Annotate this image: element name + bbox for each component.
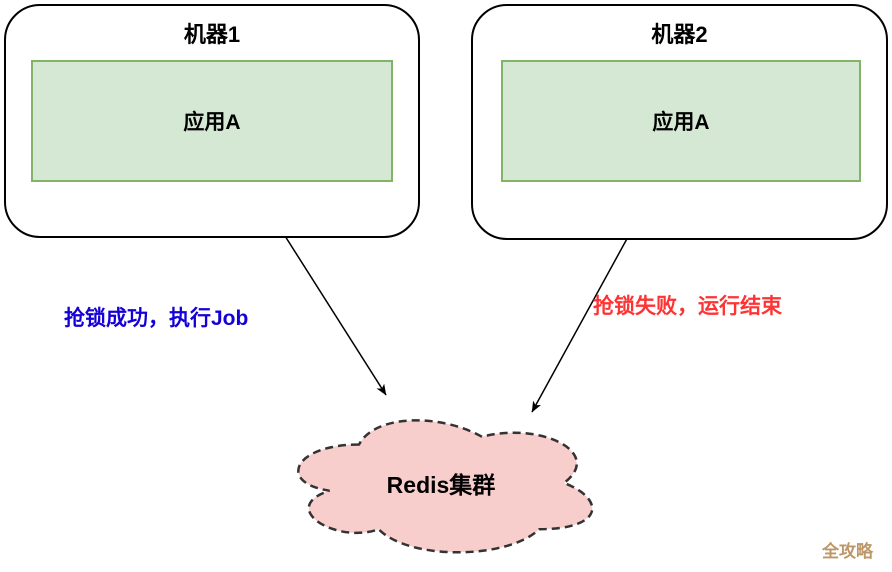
machine2-app-node: 应用A [501, 60, 861, 182]
machine2-app-label: 应用A [652, 111, 710, 134]
lock-fail-label: 抢锁失败，运行结束 [593, 295, 782, 318]
machine2-title: 机器2 [651, 22, 708, 47]
machine1-app-label: 应用A [183, 111, 241, 134]
lock-success-label: 抢锁成功，执行Job [64, 307, 249, 330]
machine1-title: 机器1 [183, 22, 241, 47]
redis-cloud-label: Redis集群 [386, 472, 496, 498]
machine1-app-node: 应用A [31, 60, 393, 182]
watermark-text: 全攻略 [822, 542, 873, 561]
